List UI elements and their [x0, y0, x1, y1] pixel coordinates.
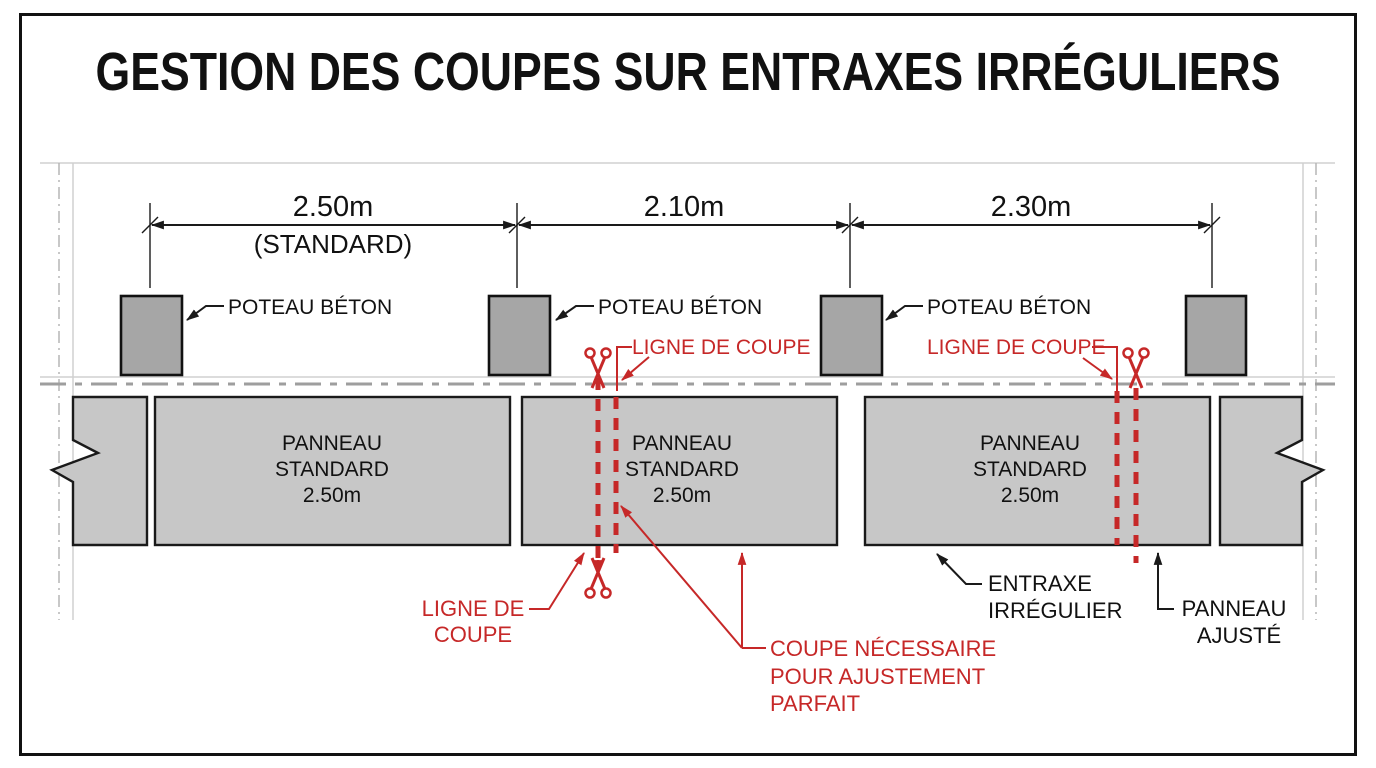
dimension-note-standard: (STANDARD)	[254, 229, 412, 259]
panel-1-line1: PANNEAU	[282, 432, 382, 455]
panel-3-line3: 2.50m	[1001, 484, 1059, 507]
cut-label-arrow-mid	[621, 356, 650, 381]
panel-partial-left	[49, 395, 149, 547]
adjusted-panel-label-2: AJUSTÉ	[1197, 623, 1281, 648]
cut-note-leader-diagonal	[620, 505, 743, 649]
adjusted-panel-leader	[1153, 551, 1174, 610]
panel-2-line3: 2.50m	[653, 484, 711, 507]
irregular-spacing-label-1: ENTRAXE	[988, 571, 1092, 596]
dimension-value-1: 2.50m	[293, 191, 374, 223]
cut-label-bracket-right	[1092, 346, 1118, 391]
panel-1-line3: 2.50m	[303, 484, 361, 507]
cut-line-label-bottom-1: LIGNE DE	[422, 596, 525, 621]
scissors-icon-top-left	[584, 347, 612, 389]
concrete-post-4	[1184, 294, 1248, 377]
panel-1-line2: STANDARD	[275, 458, 389, 481]
panel-partial-right	[1218, 395, 1326, 547]
panel-2-line2: STANDARD	[625, 458, 739, 481]
concrete-post-3	[819, 294, 884, 377]
cut-note-line2: POUR AJUSTEMENT	[770, 664, 985, 689]
panel-text-1: PANNEAU STANDARD 2.50m	[275, 432, 389, 507]
cut-line-label-right: LIGNE DE COUPE	[927, 336, 1106, 359]
scissors-icon-top-right	[1122, 347, 1150, 389]
cut-note-line1: COUPE NÉCESSAIRE	[770, 636, 996, 661]
dimension-value-3: 2.30m	[991, 191, 1072, 223]
cut-label-arrow-right	[1082, 357, 1113, 380]
adjusted-panel-label-1: PANNEAU	[1182, 596, 1287, 621]
panel-standard-1	[153, 395, 512, 547]
panel-text-3: PANNEAU STANDARD 2.50m	[973, 432, 1087, 507]
panel-3-line2: STANDARD	[973, 458, 1087, 481]
panel-2-line1: PANNEAU	[632, 432, 732, 455]
post-label-2: POTEAU BÉTON	[598, 296, 762, 319]
post-label-3: POTEAU BÉTON	[927, 296, 1091, 319]
cut-label-bracket-mid	[616, 346, 632, 391]
concrete-post-2	[487, 294, 552, 377]
cut-line-label-bottom-2: COUPE	[434, 622, 512, 647]
post-leader-2	[555, 305, 594, 321]
irregular-spacing-leader	[936, 553, 982, 585]
irregular-spacing-label-2: IRRÉGULIER	[988, 598, 1122, 623]
post-label-1: POTEAU BÉTON	[228, 296, 392, 319]
dimension-value-2: 2.10m	[644, 191, 725, 223]
cut-line-label-mid: LIGNE DE COUPE	[632, 336, 811, 359]
cut-note-line3: PARFAIT	[770, 691, 860, 716]
post-leader-1	[186, 305, 224, 321]
concrete-post-1	[119, 294, 184, 377]
panel-3-line1: PANNEAU	[980, 432, 1080, 455]
cut-label-leader-bottom	[529, 552, 585, 610]
dimension-extension-lines	[141, 203, 1221, 288]
post-leader-3	[885, 305, 923, 321]
panel-standard-3	[863, 395, 1212, 547]
page-title: GESTION DES COUPES SUR ENTRAXES IRRÉGULI…	[96, 42, 1281, 102]
panel-text-2: PANNEAU STANDARD 2.50m	[625, 432, 739, 507]
panel-standard-2	[520, 395, 839, 547]
scissors-icon-bottom	[584, 557, 612, 599]
